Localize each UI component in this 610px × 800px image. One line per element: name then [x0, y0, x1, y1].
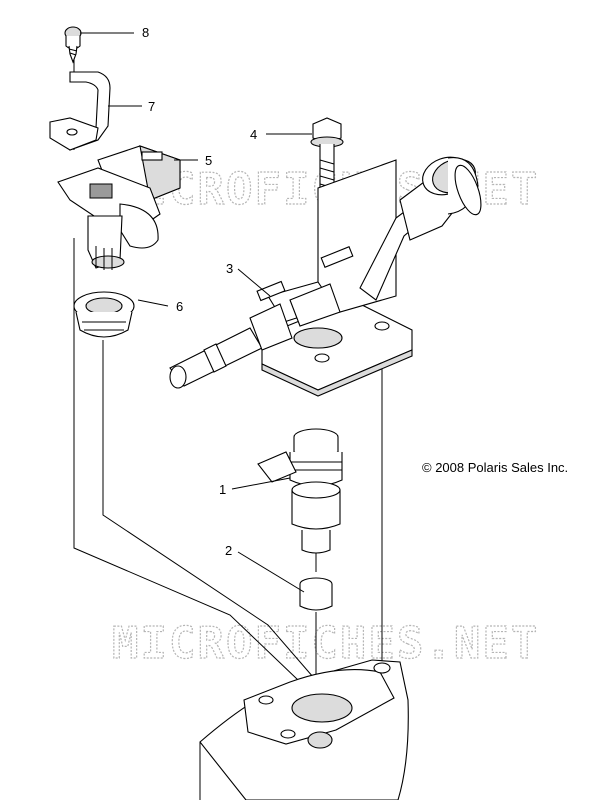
callout-5: 5 [205, 153, 212, 168]
watermark-bottom: MICROFICHES.NET [112, 618, 539, 669]
callout-7: 7 [148, 99, 155, 114]
screw-part [64, 26, 82, 64]
bracket-part [49, 71, 111, 151]
injector-seal-part [299, 577, 333, 611]
fuel-rail-part [169, 156, 482, 397]
callout-3: 3 [226, 261, 233, 276]
callout-1: 1 [219, 482, 226, 497]
copyright-notice: © 2008 Polaris Sales Inc. [422, 460, 569, 475]
callout-leaders [80, 32, 312, 593]
callout-6: 6 [176, 299, 183, 314]
map-sensor-part [57, 145, 181, 270]
fuel-injector-part [257, 428, 343, 554]
throttle-body-part [199, 659, 409, 800]
grommet-part [73, 291, 135, 338]
callout-2: 2 [225, 543, 232, 558]
callout-8: 8 [142, 25, 149, 40]
callout-labels: 8 7 5 6 4 3 1 2 [142, 25, 257, 558]
callout-4: 4 [250, 127, 257, 142]
